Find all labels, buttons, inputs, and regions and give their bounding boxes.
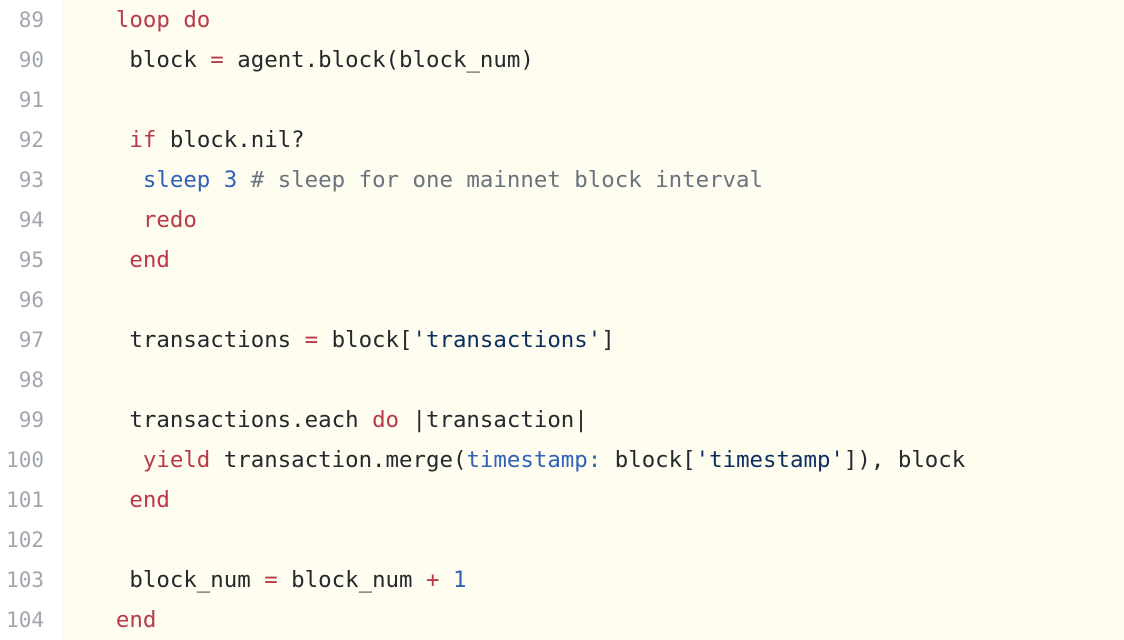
- line-number[interactable]: 98: [18, 368, 44, 392]
- code-token: [62, 7, 116, 33]
- code-line: 96: [0, 280, 1124, 320]
- code-token: [62, 487, 129, 513]
- code-line: 99 transactions.each do |transaction|: [0, 400, 1124, 440]
- code-token: do: [183, 7, 211, 33]
- code-token: end: [115, 607, 157, 633]
- code-line: 91: [0, 80, 1124, 120]
- code-token: =: [264, 567, 278, 593]
- code-text: end: [62, 480, 170, 520]
- code-token: block[: [318, 327, 413, 353]
- code-line: 97 transactions = block['transactions']: [0, 320, 1124, 360]
- line-number[interactable]: 92: [18, 128, 44, 152]
- code-token: timestamp:: [466, 447, 602, 473]
- code-token: # sleep for one mainnet block interval: [250, 167, 764, 193]
- code-token: block[: [601, 447, 696, 473]
- code-token: 'timestamp': [695, 447, 844, 473]
- code-line: 92 if block.nil?: [0, 120, 1124, 160]
- code-line: 95 end: [0, 240, 1124, 280]
- code-token: 1: [452, 567, 467, 593]
- code-token: [62, 607, 116, 633]
- code-token: [439, 567, 452, 593]
- code-token: block_num: [62, 567, 265, 593]
- line-number-gutter: [0, 0, 62, 640]
- code-token: sleep: [142, 167, 211, 193]
- code-token: [62, 167, 143, 193]
- code-line: 103 block_num = block_num + 1: [0, 560, 1124, 600]
- code-token: 3: [223, 167, 238, 193]
- code-line: 98: [0, 360, 1124, 400]
- code-token: [62, 127, 129, 153]
- code-token: yield: [142, 447, 211, 473]
- code-text: sleep 3 # sleep for one mainnet block in…: [62, 160, 763, 200]
- code-token: |transaction|: [399, 407, 588, 433]
- code-text: redo: [62, 200, 197, 240]
- code-token: transactions: [62, 327, 305, 353]
- code-text: transactions = block['transactions']: [62, 320, 615, 360]
- code-text: loop do: [62, 0, 210, 40]
- code-line: 94 redo: [0, 200, 1124, 240]
- line-number[interactable]: 104: [6, 608, 44, 632]
- code-line: 90 block = agent.block(block_num): [0, 40, 1124, 80]
- line-number[interactable]: 102: [6, 528, 44, 552]
- line-number[interactable]: 96: [18, 288, 44, 312]
- code-token: +: [426, 567, 440, 593]
- line-number[interactable]: 89: [18, 8, 44, 32]
- code-token: [237, 167, 250, 193]
- code-token: if: [129, 127, 157, 153]
- code-text: yield transaction.merge(timestamp: block…: [62, 440, 965, 480]
- code-token: transaction.merge(: [210, 447, 467, 473]
- code-token: 'transactions': [412, 327, 602, 353]
- code-token: ]), block: [843, 447, 966, 473]
- code-token: [170, 7, 183, 33]
- code-text: if block.nil?: [62, 120, 305, 160]
- code-token: redo: [142, 207, 197, 233]
- line-number[interactable]: 91: [18, 88, 44, 112]
- code-token: end: [129, 487, 170, 513]
- code-token: end: [129, 247, 170, 273]
- code-token: block_num: [277, 567, 426, 593]
- line-number[interactable]: 99: [18, 408, 44, 432]
- code-text: block_num = block_num + 1: [62, 560, 466, 600]
- code-text: end: [62, 600, 156, 640]
- line-number[interactable]: 100: [6, 448, 44, 472]
- code-token: transactions.each: [62, 407, 373, 433]
- line-number[interactable]: 90: [18, 48, 44, 72]
- code-line: 89 loop do: [0, 0, 1124, 40]
- code-token: ]: [601, 327, 615, 353]
- code-token: loop: [115, 7, 170, 33]
- code-token: [62, 447, 143, 473]
- code-token: [210, 167, 223, 193]
- code-text: block = agent.block(block_num): [62, 40, 534, 80]
- code-line: 104 end: [0, 600, 1124, 640]
- code-token: =: [304, 327, 319, 353]
- code-token: do: [372, 407, 400, 433]
- code-token: agent.block(block_num): [223, 47, 534, 73]
- code-token: =: [210, 47, 224, 73]
- line-number[interactable]: 95: [18, 248, 44, 272]
- code-token: [62, 207, 143, 233]
- code-text: end: [62, 240, 170, 280]
- code-text: transactions.each do |transaction|: [62, 400, 588, 440]
- line-number[interactable]: 103: [6, 568, 44, 592]
- line-number[interactable]: 93: [18, 168, 44, 192]
- line-number[interactable]: 94: [18, 208, 44, 232]
- code-line: 100 yield transaction.merge(timestamp: b…: [0, 440, 1124, 480]
- code-line: 101 end: [0, 480, 1124, 520]
- line-number[interactable]: 101: [6, 488, 44, 512]
- code-token: block.nil?: [156, 127, 305, 153]
- code-token: [62, 247, 129, 273]
- code-line: 102: [0, 520, 1124, 560]
- code-token: block: [62, 47, 211, 73]
- code-line: 93 sleep 3 # sleep for one mainnet block…: [0, 160, 1124, 200]
- line-number[interactable]: 97: [18, 328, 44, 352]
